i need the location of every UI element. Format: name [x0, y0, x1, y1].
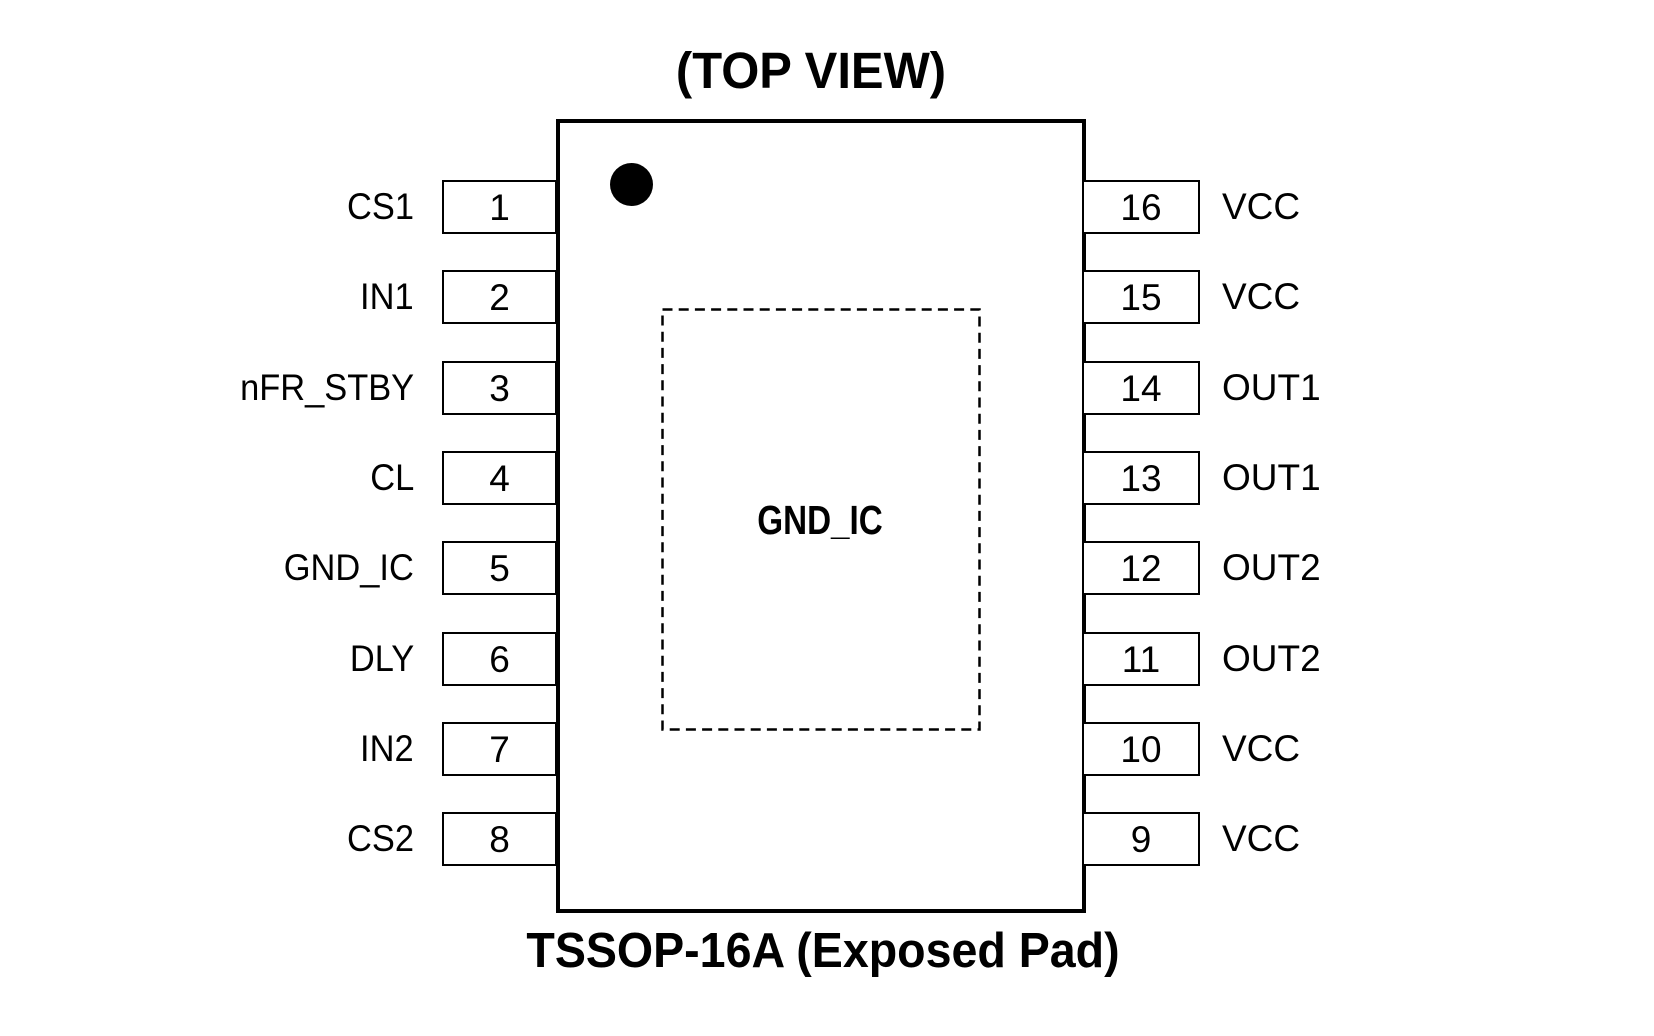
pin-row: 2 IN1	[0, 270, 1654, 325]
pin-row: 12 OUT2	[0, 541, 1654, 596]
pin-row: 1 CS1	[0, 180, 1654, 234]
pin-row: 13 OUT1	[0, 450, 1654, 505]
pin-box: 4	[442, 450, 557, 505]
package-caption: TSSOP-16A (Exposed Pad)	[526, 924, 1120, 978]
pin-number: 6	[489, 638, 510, 680]
pin-number: 10	[1120, 728, 1162, 770]
pin-row: 11 OUT2	[0, 631, 1654, 686]
pin-label: DLY	[349, 637, 414, 679]
pin-box: 11	[1082, 631, 1200, 686]
pin-box: 2	[442, 270, 557, 325]
pin-row: 7 IN2	[0, 721, 1654, 776]
pin-label: IN2	[360, 727, 414, 769]
pin-label: GND_IC	[283, 547, 414, 589]
pin-number: 12	[1120, 548, 1162, 590]
diagram-title: (TOP VIEW)	[675, 42, 947, 99]
pin-box: 12	[1082, 541, 1200, 596]
pin-number: 9	[1130, 819, 1152, 861]
pin-row: 9 VCC	[0, 812, 1654, 867]
pin-box: 8	[442, 812, 557, 867]
pin-number: 5	[489, 548, 510, 590]
pin-label: CL	[369, 456, 414, 498]
pin-box: 9	[1082, 812, 1200, 867]
exposed-pad-outline	[661, 308, 981, 731]
pin-label: VCC	[1222, 186, 1301, 227]
pin-label: IN1	[360, 276, 414, 318]
ic-package-body	[556, 119, 1086, 913]
pin-number: 16	[1120, 187, 1162, 228]
pin-row: 14 OUT1	[0, 360, 1654, 415]
pin-box: 13	[1082, 450, 1200, 505]
pin-box: 16	[1082, 180, 1200, 234]
pin-box: 14	[1082, 360, 1200, 415]
pin-number: 13	[1120, 457, 1162, 499]
pin-box: 10	[1082, 721, 1200, 776]
pin-label: OUT2	[1222, 637, 1321, 679]
pin-label: OUT1	[1222, 366, 1321, 408]
pin-label: OUT2	[1222, 547, 1321, 589]
pin-number: 2	[489, 277, 510, 319]
pin-box: 3	[442, 360, 557, 415]
pin-label: VCC	[1222, 276, 1301, 318]
pin-number: 14	[1120, 367, 1162, 409]
pin-number: 7	[489, 728, 510, 770]
pin-row: 5 GND_IC	[0, 541, 1654, 596]
pin-box: 6	[442, 631, 557, 686]
pin-row: 3 nFR_STBY	[0, 360, 1654, 415]
pin-label: nFR_STBY	[239, 366, 414, 408]
pin-row: 15 VCC	[0, 270, 1654, 325]
pin-box: 7	[442, 721, 557, 776]
pin-label: VCC	[1222, 818, 1301, 860]
exposed-pad-label: GND_IC	[757, 497, 883, 543]
pin-label: CS2	[347, 818, 414, 860]
pin-row: 4 CL	[0, 450, 1654, 505]
pin-box: 5	[442, 541, 557, 596]
pin-label: CS1	[347, 186, 414, 227]
pin-box: 1	[442, 180, 557, 234]
pin-row: 10 VCC	[0, 721, 1654, 776]
pin-number: 1	[489, 187, 510, 228]
pin-number: 11	[1121, 638, 1161, 680]
pin-label: OUT1	[1222, 456, 1321, 498]
pin-number: 3	[489, 367, 510, 409]
pin-number: 8	[489, 819, 510, 861]
pin-row: 16 VCC	[0, 180, 1654, 234]
pin-number: 4	[489, 457, 510, 499]
pin1-indicator-icon	[610, 163, 653, 206]
pin-row: 8 CS2	[0, 812, 1654, 867]
pin-label: VCC	[1222, 727, 1301, 769]
pin-number: 15	[1120, 277, 1162, 319]
pin-box: 15	[1082, 270, 1200, 325]
pin-row: 6 DLY	[0, 631, 1654, 686]
